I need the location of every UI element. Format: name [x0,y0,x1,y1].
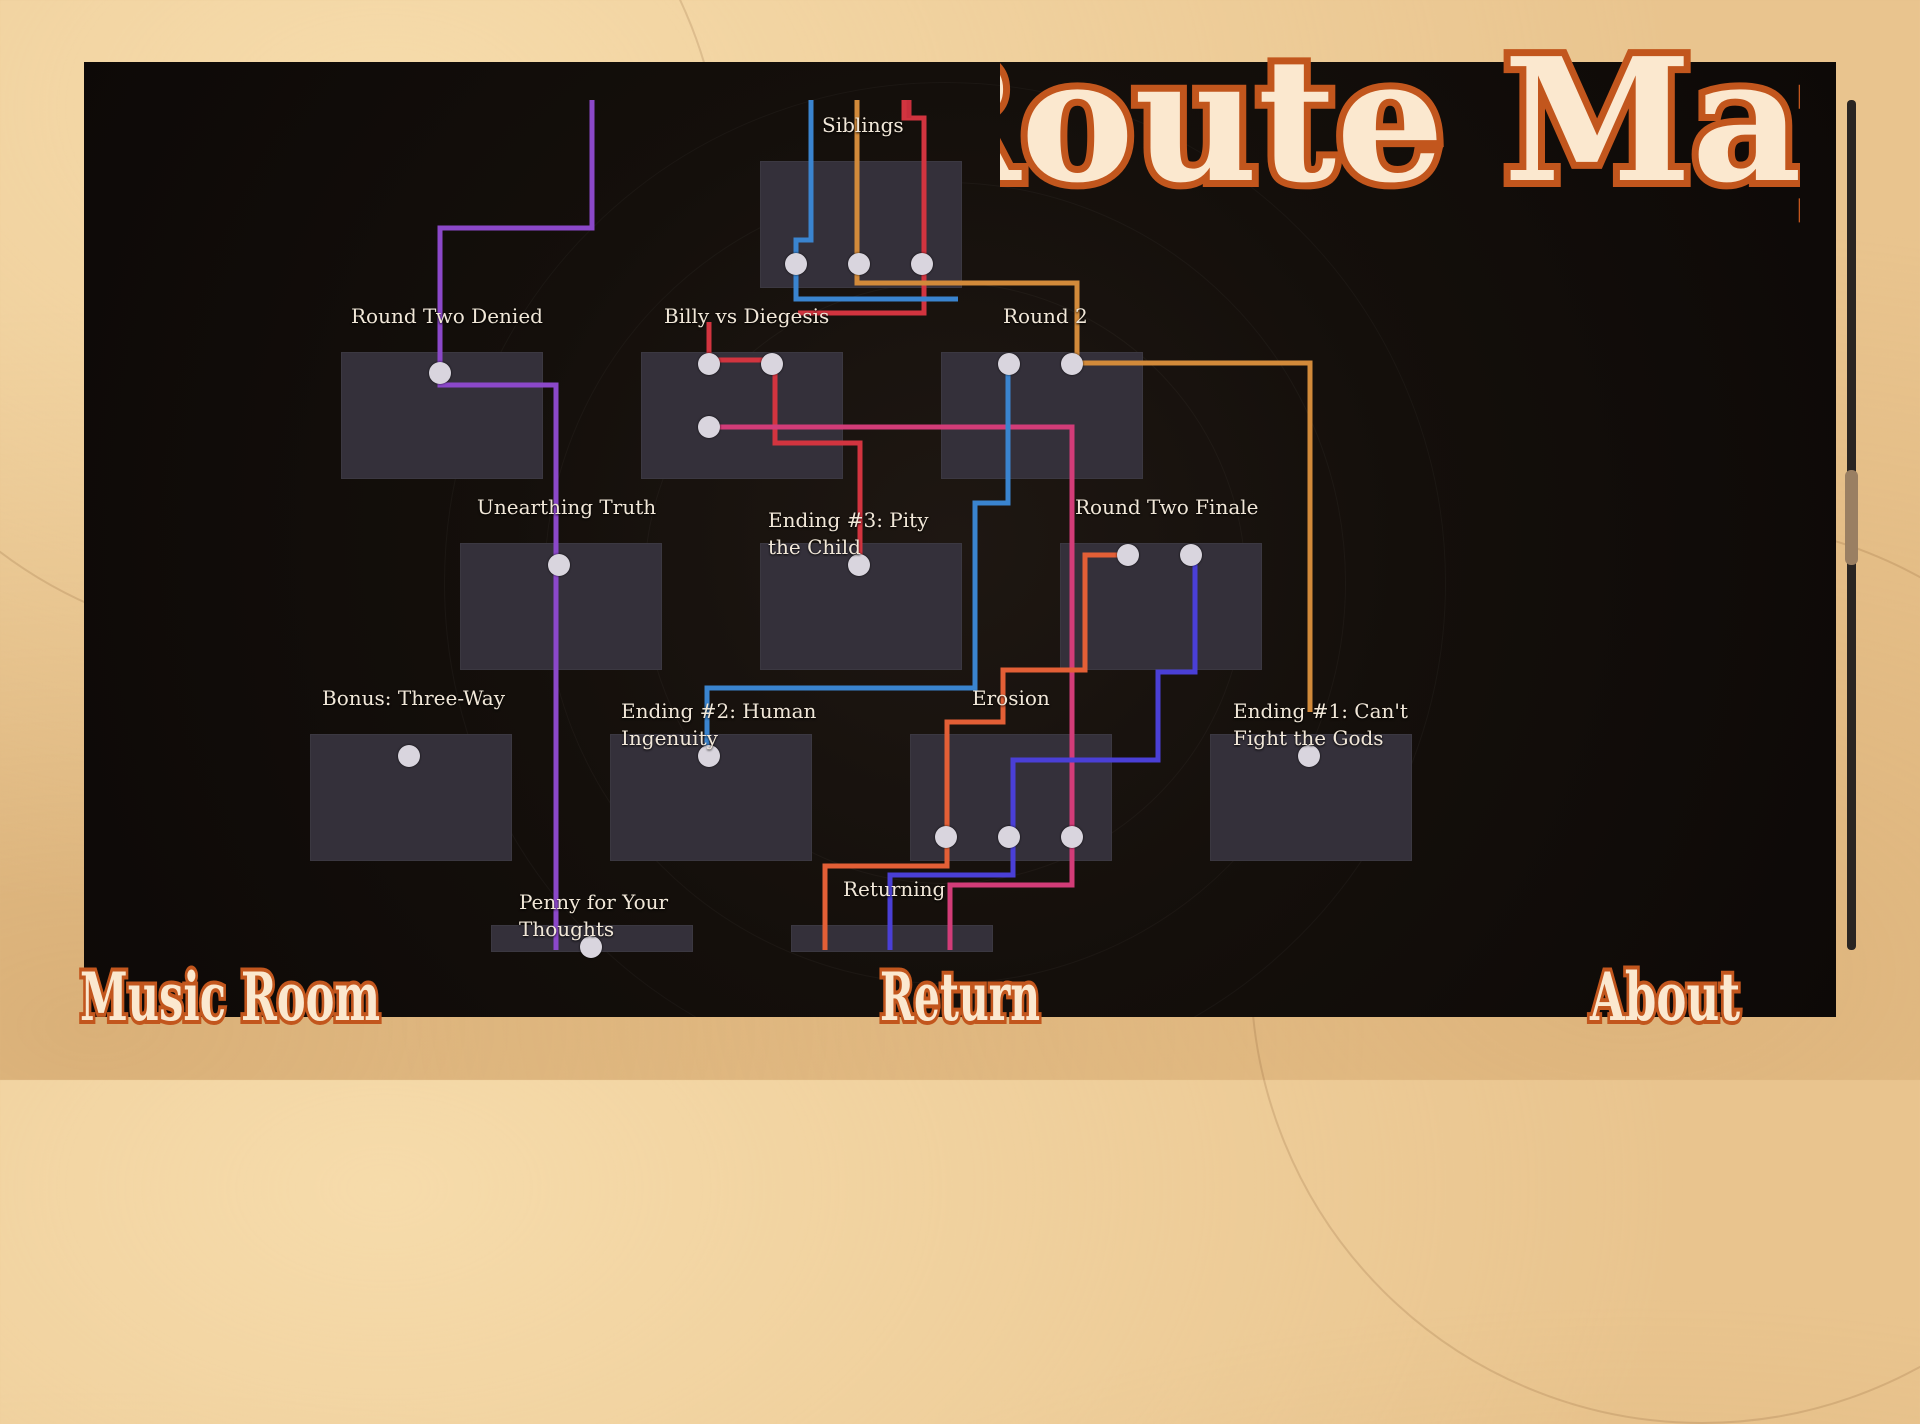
port[interactable] [1061,353,1083,375]
node-label-bonus-three-way: Bonus: Three-Way [322,686,506,710]
node-label-round-2: Round 2 [1003,304,1088,328]
port[interactable] [998,826,1020,848]
port[interactable] [848,554,870,576]
node-label-ending-3: Ending #3: Pity the Child [768,508,929,559]
node-label-penny-for-your-thoughts: Penny for Your Thoughts [519,890,669,941]
port[interactable] [698,416,720,438]
port[interactable] [698,745,720,767]
scrollbar[interactable] [1845,100,1858,950]
port[interactable] [1180,544,1202,566]
port[interactable] [998,353,1020,375]
port[interactable] [1117,544,1139,566]
node-label-unearthing-truth: Unearthing Truth [477,495,657,519]
route-node-returning[interactable] [791,925,993,952]
route-node-round-2[interactable] [941,352,1143,479]
return-button[interactable]: Return [870,955,1050,1035]
about-label: About [1589,958,1740,1035]
port[interactable] [1061,826,1083,848]
return-label: Return [880,958,1040,1035]
node-label-erosion: Erosion [972,686,1050,710]
scrollbar-thumb[interactable] [1845,470,1858,565]
port[interactable] [548,554,570,576]
port[interactable] [935,826,957,848]
node-label-round-two-denied: Round Two Denied [351,304,543,328]
port[interactable] [398,745,420,767]
port[interactable] [785,253,807,275]
node-label-ending-1: Ending #1: Can't Fight the Gods [1233,699,1408,750]
port[interactable] [761,353,783,375]
port[interactable] [1298,745,1320,767]
port[interactable] [848,253,870,275]
route-node-round-two-finale[interactable] [1060,543,1262,670]
music-room-button[interactable]: Music Room [70,955,400,1035]
port[interactable] [698,353,720,375]
page-title: Route Map [1000,21,1800,221]
port[interactable] [429,362,451,384]
route-node-billy-vs-diegesis[interactable] [641,352,843,479]
about-button[interactable]: About [1580,955,1760,1035]
node-label-round-two-finale: Round Two Finale [1075,495,1259,519]
node-label-ending-2: Ending #2: Human Ingenuity [621,699,817,750]
node-label-siblings: Siblings [822,113,904,137]
node-label-returning: Returning [843,877,946,901]
node-label-billy-vs-diegesis: Billy vs Diegesis [664,304,830,328]
music-room-label: Music Room [80,958,380,1035]
port[interactable] [580,936,602,958]
port[interactable] [911,253,933,275]
route-map-title: Route Map [1000,14,1800,228]
